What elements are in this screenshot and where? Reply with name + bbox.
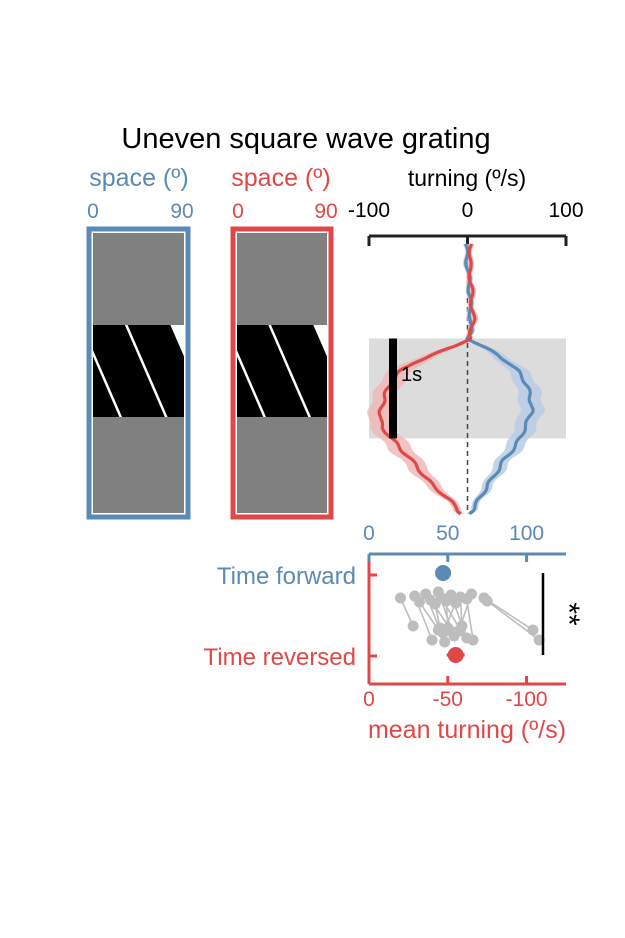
turning-tick-label: 100 <box>548 199 583 222</box>
gray-post-stimulus-forward <box>93 417 184 513</box>
grating-bar <box>30 325 74 417</box>
grating-bar <box>264 325 309 417</box>
top-tick-label: 100 <box>509 522 544 545</box>
space-tick-90-reversed: 90 <box>314 200 337 223</box>
panel-frame-reversed <box>230 226 334 520</box>
top-tick-label: 50 <box>436 522 459 545</box>
gray-pre-stimulus-forward <box>93 233 184 325</box>
space-tick-0-reversed: 0 <box>232 200 244 223</box>
turning-tick-label: -100 <box>348 199 390 222</box>
bottom-tick-label: -50 <box>433 688 463 711</box>
grating-bar <box>93 325 146 417</box>
turning-x-axis: -100 0 100 <box>348 199 584 246</box>
fly-pair-line <box>486 600 540 641</box>
row-label-time-forward: Time forward <box>217 563 356 590</box>
fly-point-reversed <box>439 636 451 648</box>
stimulus-panel-forward: space (º) 0 90 <box>0 164 194 520</box>
mean-turning-axis-label: mean turning (º/s) <box>368 716 566 744</box>
fly-pair-line <box>458 593 473 632</box>
gray-post-stimulus-reversed <box>237 417 327 513</box>
grating-bar <box>237 399 245 417</box>
grating-bar <box>271 325 327 417</box>
bottom-tick-label: -100 <box>506 688 548 711</box>
space-axis-label-reversed: space (º) <box>231 164 330 192</box>
fly-point-forward <box>413 596 425 608</box>
mean-point-forward <box>435 565 452 581</box>
fly-point-reversed <box>453 625 465 637</box>
mean-turning-plot: 0 50 100 0 -50 -100 Time forward Time reverse… <box>204 522 585 744</box>
grating-stimulus-forward <box>0 325 184 417</box>
top-tick-label: 0 <box>363 522 375 545</box>
space-tick-0-forward: 0 <box>87 200 99 223</box>
fly-point-reversed <box>407 620 419 632</box>
grating-bar <box>166 325 184 365</box>
grating-bar <box>0 325 55 417</box>
turning-line-reversed <box>377 243 477 516</box>
turning-axis-label: turning (º/s) <box>408 165 526 191</box>
turning-timecourse-plot: turning (º/s) -100 0 100 1s <box>348 165 584 516</box>
grating-bar <box>93 400 101 417</box>
fly-pair <box>395 592 419 632</box>
sem-band-reversed <box>367 244 479 514</box>
time-scale-bar <box>389 338 397 439</box>
fly-pair <box>437 597 462 639</box>
turning-series <box>377 243 535 516</box>
figure-title: Uneven square wave grating <box>121 123 490 155</box>
fly-point-reversed <box>426 634 438 646</box>
grating-bar <box>309 325 327 365</box>
mean-turning-axes: 0 50 100 0 -50 -100 <box>363 522 566 711</box>
fly-point-reversed <box>437 627 449 639</box>
gray-pre-stimulus-reversed <box>237 233 327 325</box>
row-label-time-reversed: Time reversed <box>204 644 356 671</box>
paired-fly-points <box>395 586 545 648</box>
significance-marker: ** <box>552 602 585 626</box>
space-axis-label-forward: space (º) <box>89 164 188 192</box>
fly-point-forward <box>445 589 457 601</box>
bottom-tick-label: 0 <box>363 688 375 711</box>
time-scale-bar-label: 1s <box>401 364 422 386</box>
fly-point-forward <box>465 588 477 600</box>
fly-point-reversed <box>527 624 539 636</box>
fly-pair-line <box>483 597 534 631</box>
fly-pair <box>453 588 477 637</box>
fly-point-forward <box>395 592 407 604</box>
stimulus-panel-reversed: space (º) 0 90 <box>230 164 338 520</box>
fly-pair <box>481 595 545 646</box>
grating-stimulus-reversed <box>237 325 327 417</box>
fly-point-forward <box>481 595 493 607</box>
grating-bar <box>121 325 165 417</box>
population-means <box>435 565 465 663</box>
grating-bar <box>93 356 120 417</box>
grating-bar <box>237 325 290 417</box>
mean-point-reversed <box>447 647 464 663</box>
grating-bar <box>127 325 184 417</box>
panel-frame-forward <box>86 226 191 520</box>
space-tick-90-forward: 90 <box>170 200 193 223</box>
turning-tick-label: 0 <box>462 199 474 222</box>
grating-bar <box>237 356 264 417</box>
fly-point-reversed <box>467 634 479 646</box>
